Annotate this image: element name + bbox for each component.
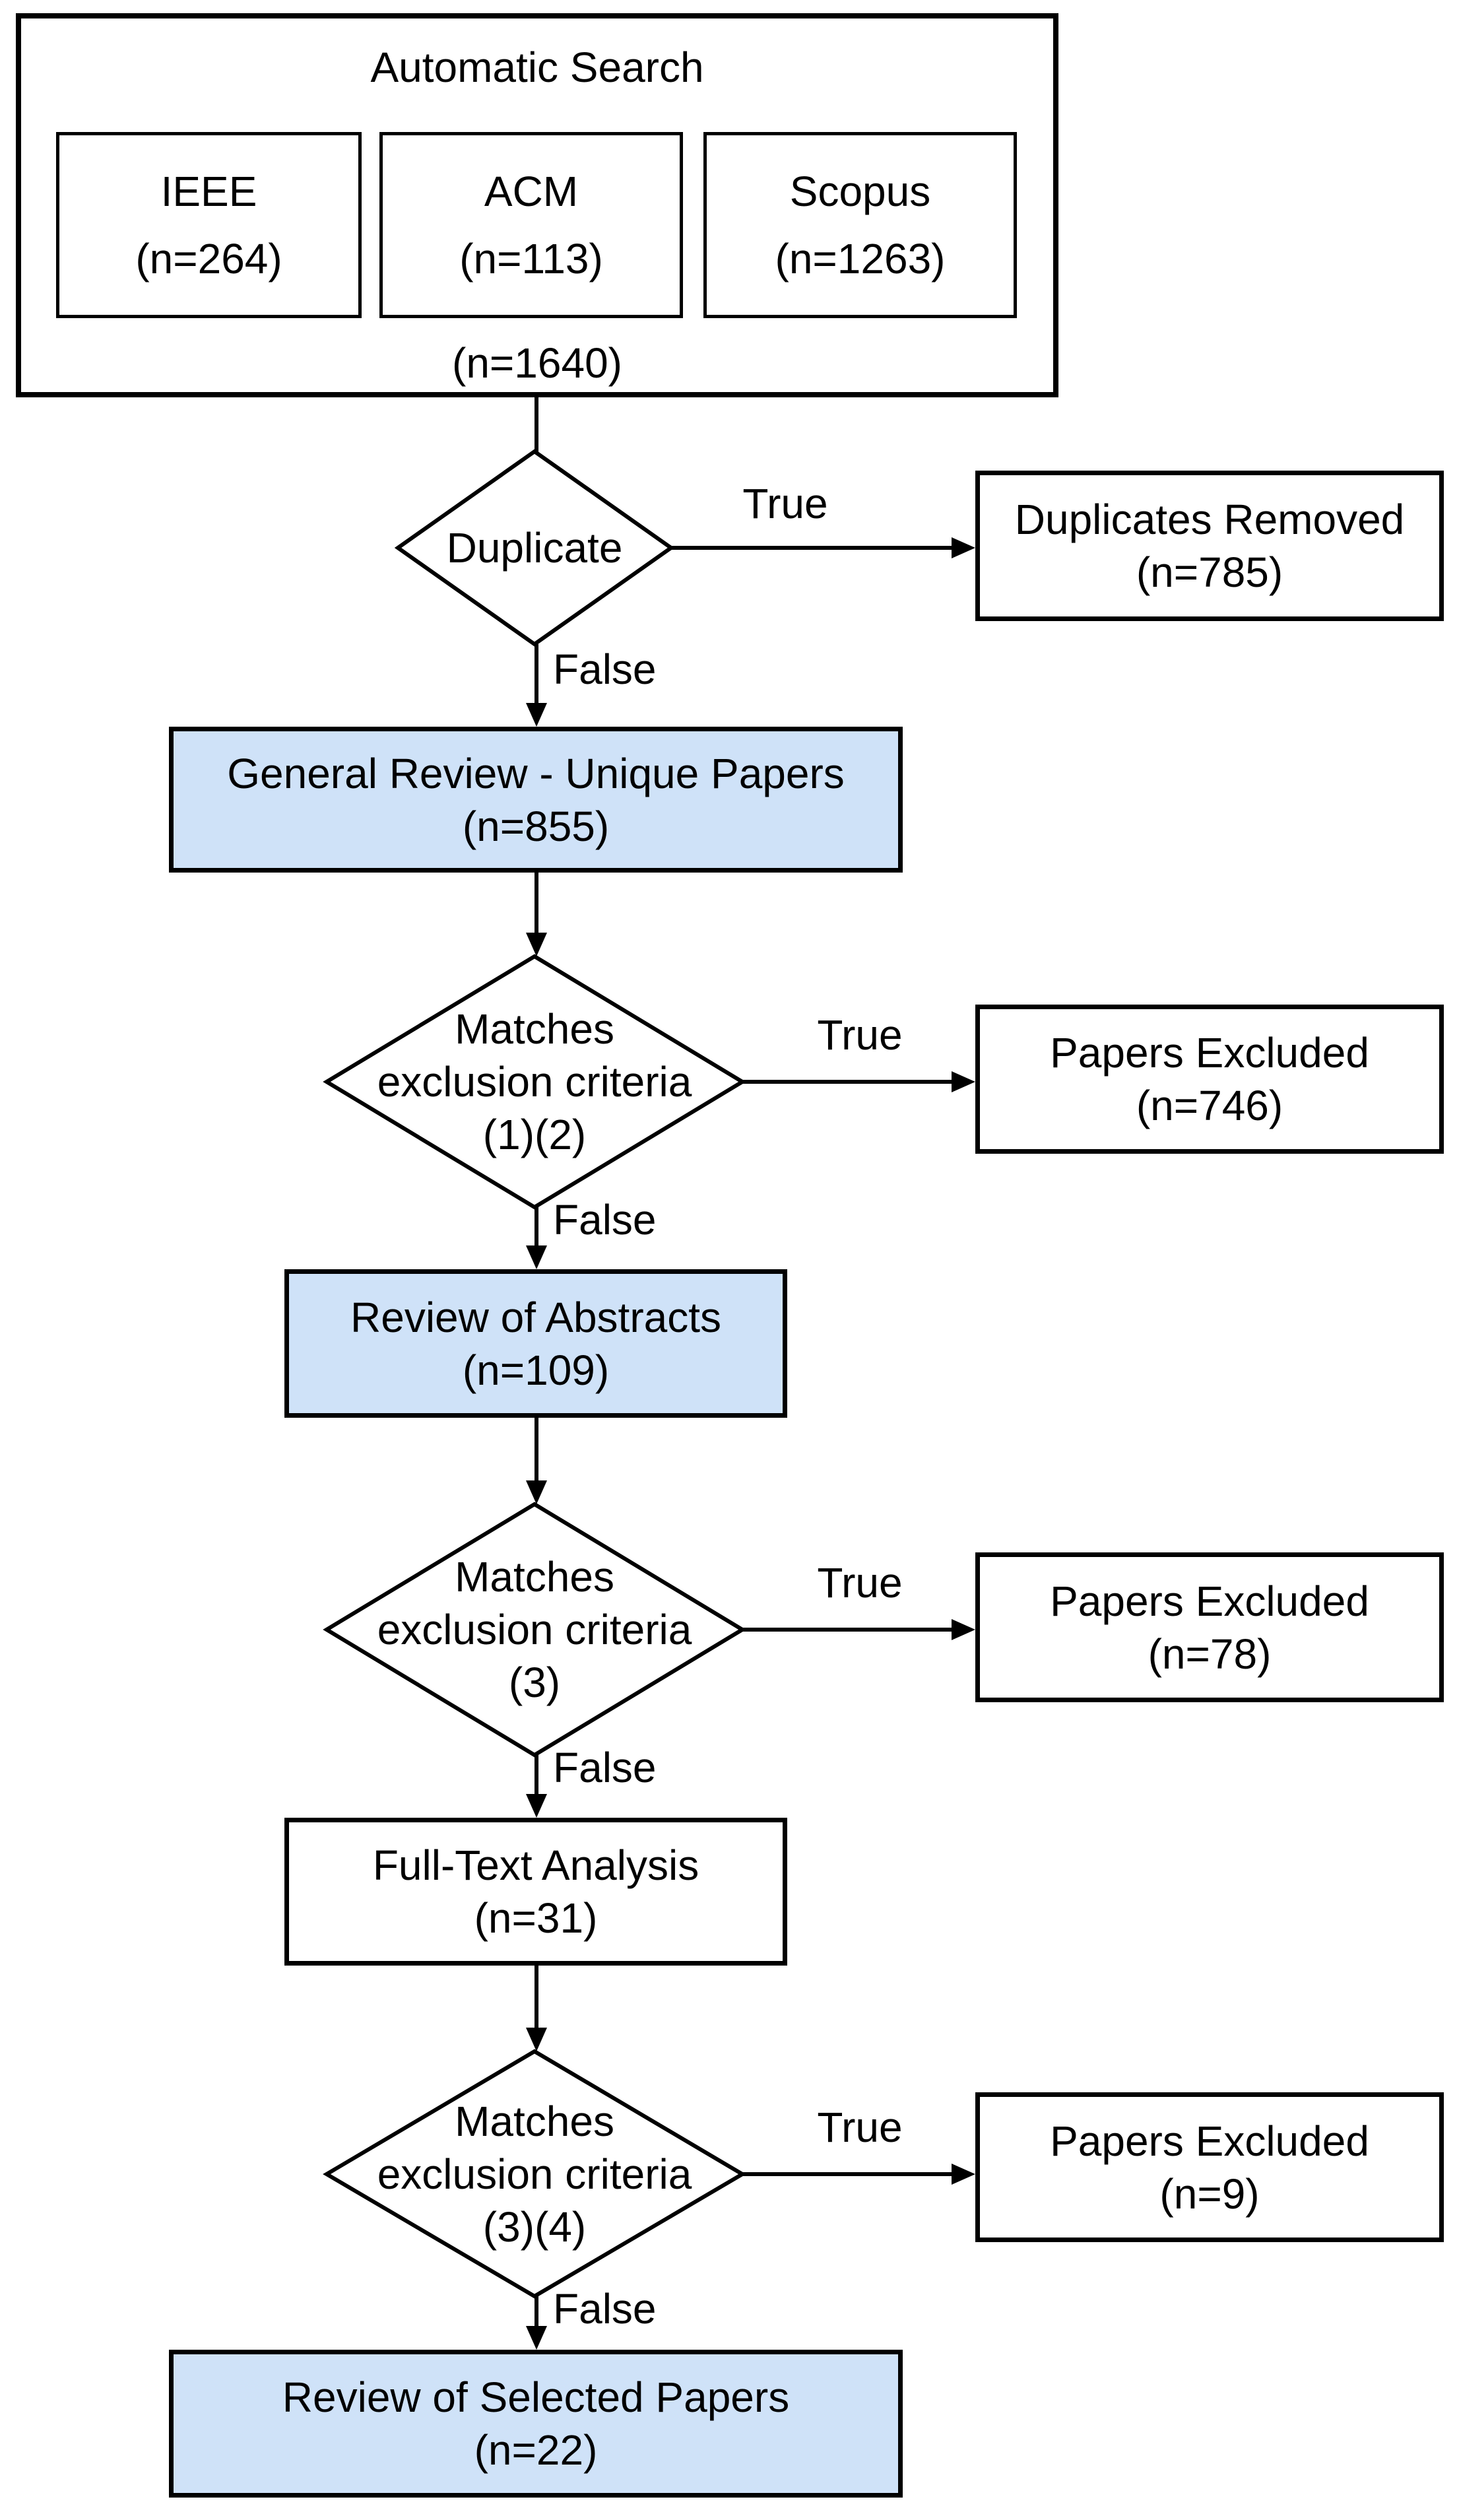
label-true-duplicate: True (742, 480, 828, 527)
stage-count: (n=31) (474, 1894, 598, 1942)
stage-box-review-of-selected-papers: Review of Selected Papers (n=22) (169, 2350, 903, 2498)
database-count: (n=264) (135, 235, 282, 282)
decision-diamond-criteria-3-4 (323, 2049, 746, 2299)
decision-line: Matches (455, 1005, 614, 1053)
database-box-scopus: Scopus (n=1263) (703, 132, 1017, 318)
excluded-title: Duplicates Removed (1014, 496, 1405, 543)
decision-diamond-duplicate (394, 449, 675, 647)
stage-box-review-of-abstracts: Review of Abstracts (n=109) (284, 1269, 787, 1418)
excluded-title: Papers Excluded (1050, 1029, 1369, 1077)
decision-line: exclusion criteria (377, 1058, 692, 1106)
excluded-title: Papers Excluded (1050, 2117, 1369, 2165)
connector-decision4-false (526, 2296, 547, 2350)
excluded-box-duplicates-removed: Duplicates Removed (n=785) (975, 471, 1444, 621)
connector-decision3-true (742, 1619, 975, 1640)
connector-decision2-true (742, 1071, 975, 1092)
stage-title: Review of Abstracts (350, 1293, 721, 1341)
label-false-criteria-1-2: False (553, 1196, 657, 1243)
stage-box-general-review: General Review - Unique Papers (n=855) (169, 727, 903, 873)
stage-box-full-text-analysis: Full-Text Analysis (n=31) (284, 1818, 787, 1966)
excluded-count: (n=78) (1148, 1630, 1272, 1678)
database-name: IEEE (160, 168, 257, 215)
excluded-count: (n=746) (1136, 1082, 1283, 1129)
decision-text-criteria-3: Matches exclusion criteria (3) (327, 1504, 742, 1755)
excluded-box-2: Papers Excluded (n=78) (975, 1552, 1444, 1702)
label-true-criteria-1-2: True (817, 1011, 903, 1059)
decision-line: (3)(4) (482, 2203, 587, 2251)
decision-line: Matches (455, 1553, 614, 1601)
excluded-box-1: Papers Excluded (n=746) (975, 1005, 1444, 1154)
decision-diamond-criteria-1-2 (323, 954, 746, 1210)
label-false-criteria-3-4: False (553, 2285, 657, 2333)
label-true-criteria-3-4: True (817, 2104, 903, 2151)
database-box-ieee: IEEE (n=264) (56, 132, 362, 318)
database-count: (n=1263) (775, 235, 946, 282)
connector-stage3-to-decision4 (526, 1966, 547, 2051)
decision-text-duplicate: Duplicate (398, 451, 671, 644)
automatic-search-total: (n=1640) (452, 339, 622, 387)
database-name: Scopus (789, 168, 931, 215)
decision-line: exclusion criteria (377, 2150, 692, 2198)
excluded-count: (n=9) (1159, 2170, 1260, 2218)
database-box-acm: ACM (n=113) (379, 132, 683, 318)
connector-decision2-false (526, 1207, 547, 1269)
excluded-title: Papers Excluded (1050, 1577, 1369, 1625)
stage-count: (n=855) (462, 802, 610, 850)
stage-title: Full-Text Analysis (372, 1841, 699, 1889)
decision-text-criteria-3-4: Matches exclusion criteria (3)(4) (327, 2051, 742, 2296)
excluded-count: (n=785) (1136, 548, 1283, 596)
label-true-criteria-3: True (817, 1559, 903, 1607)
decision-text-criteria-1-2: Matches exclusion criteria (1)(2) (327, 956, 742, 1207)
connector-stage2-to-decision3 (526, 1418, 547, 1504)
database-count: (n=113) (459, 235, 603, 282)
decision-line: (1)(2) (482, 1111, 587, 1158)
connector-decision4-true (742, 2164, 975, 2185)
stage-title: General Review - Unique Papers (227, 749, 845, 797)
decision-line: (3) (508, 1659, 561, 1706)
connector-duplicate-false (526, 644, 547, 727)
connector-decision3-false (526, 1755, 547, 1818)
excluded-box-3: Papers Excluded (n=9) (975, 2092, 1444, 2242)
decision-line: Duplicate (446, 524, 623, 572)
decision-line: exclusion criteria (377, 1606, 692, 1653)
decision-line: Matches (455, 2097, 614, 2145)
stage-count: (n=109) (462, 1346, 610, 1394)
label-false-criteria-3: False (553, 1744, 657, 1791)
connector-duplicate-true (671, 537, 975, 558)
database-name: ACM (484, 168, 579, 215)
connector-stage1-to-decision2 (526, 873, 547, 956)
automatic-search-title: Automatic Search (370, 44, 704, 91)
stage-title: Review of Selected Papers (282, 2373, 790, 2421)
decision-diamond-criteria-3 (323, 1502, 746, 1758)
label-false-duplicate: False (553, 646, 657, 693)
stage-count: (n=22) (474, 2426, 598, 2474)
